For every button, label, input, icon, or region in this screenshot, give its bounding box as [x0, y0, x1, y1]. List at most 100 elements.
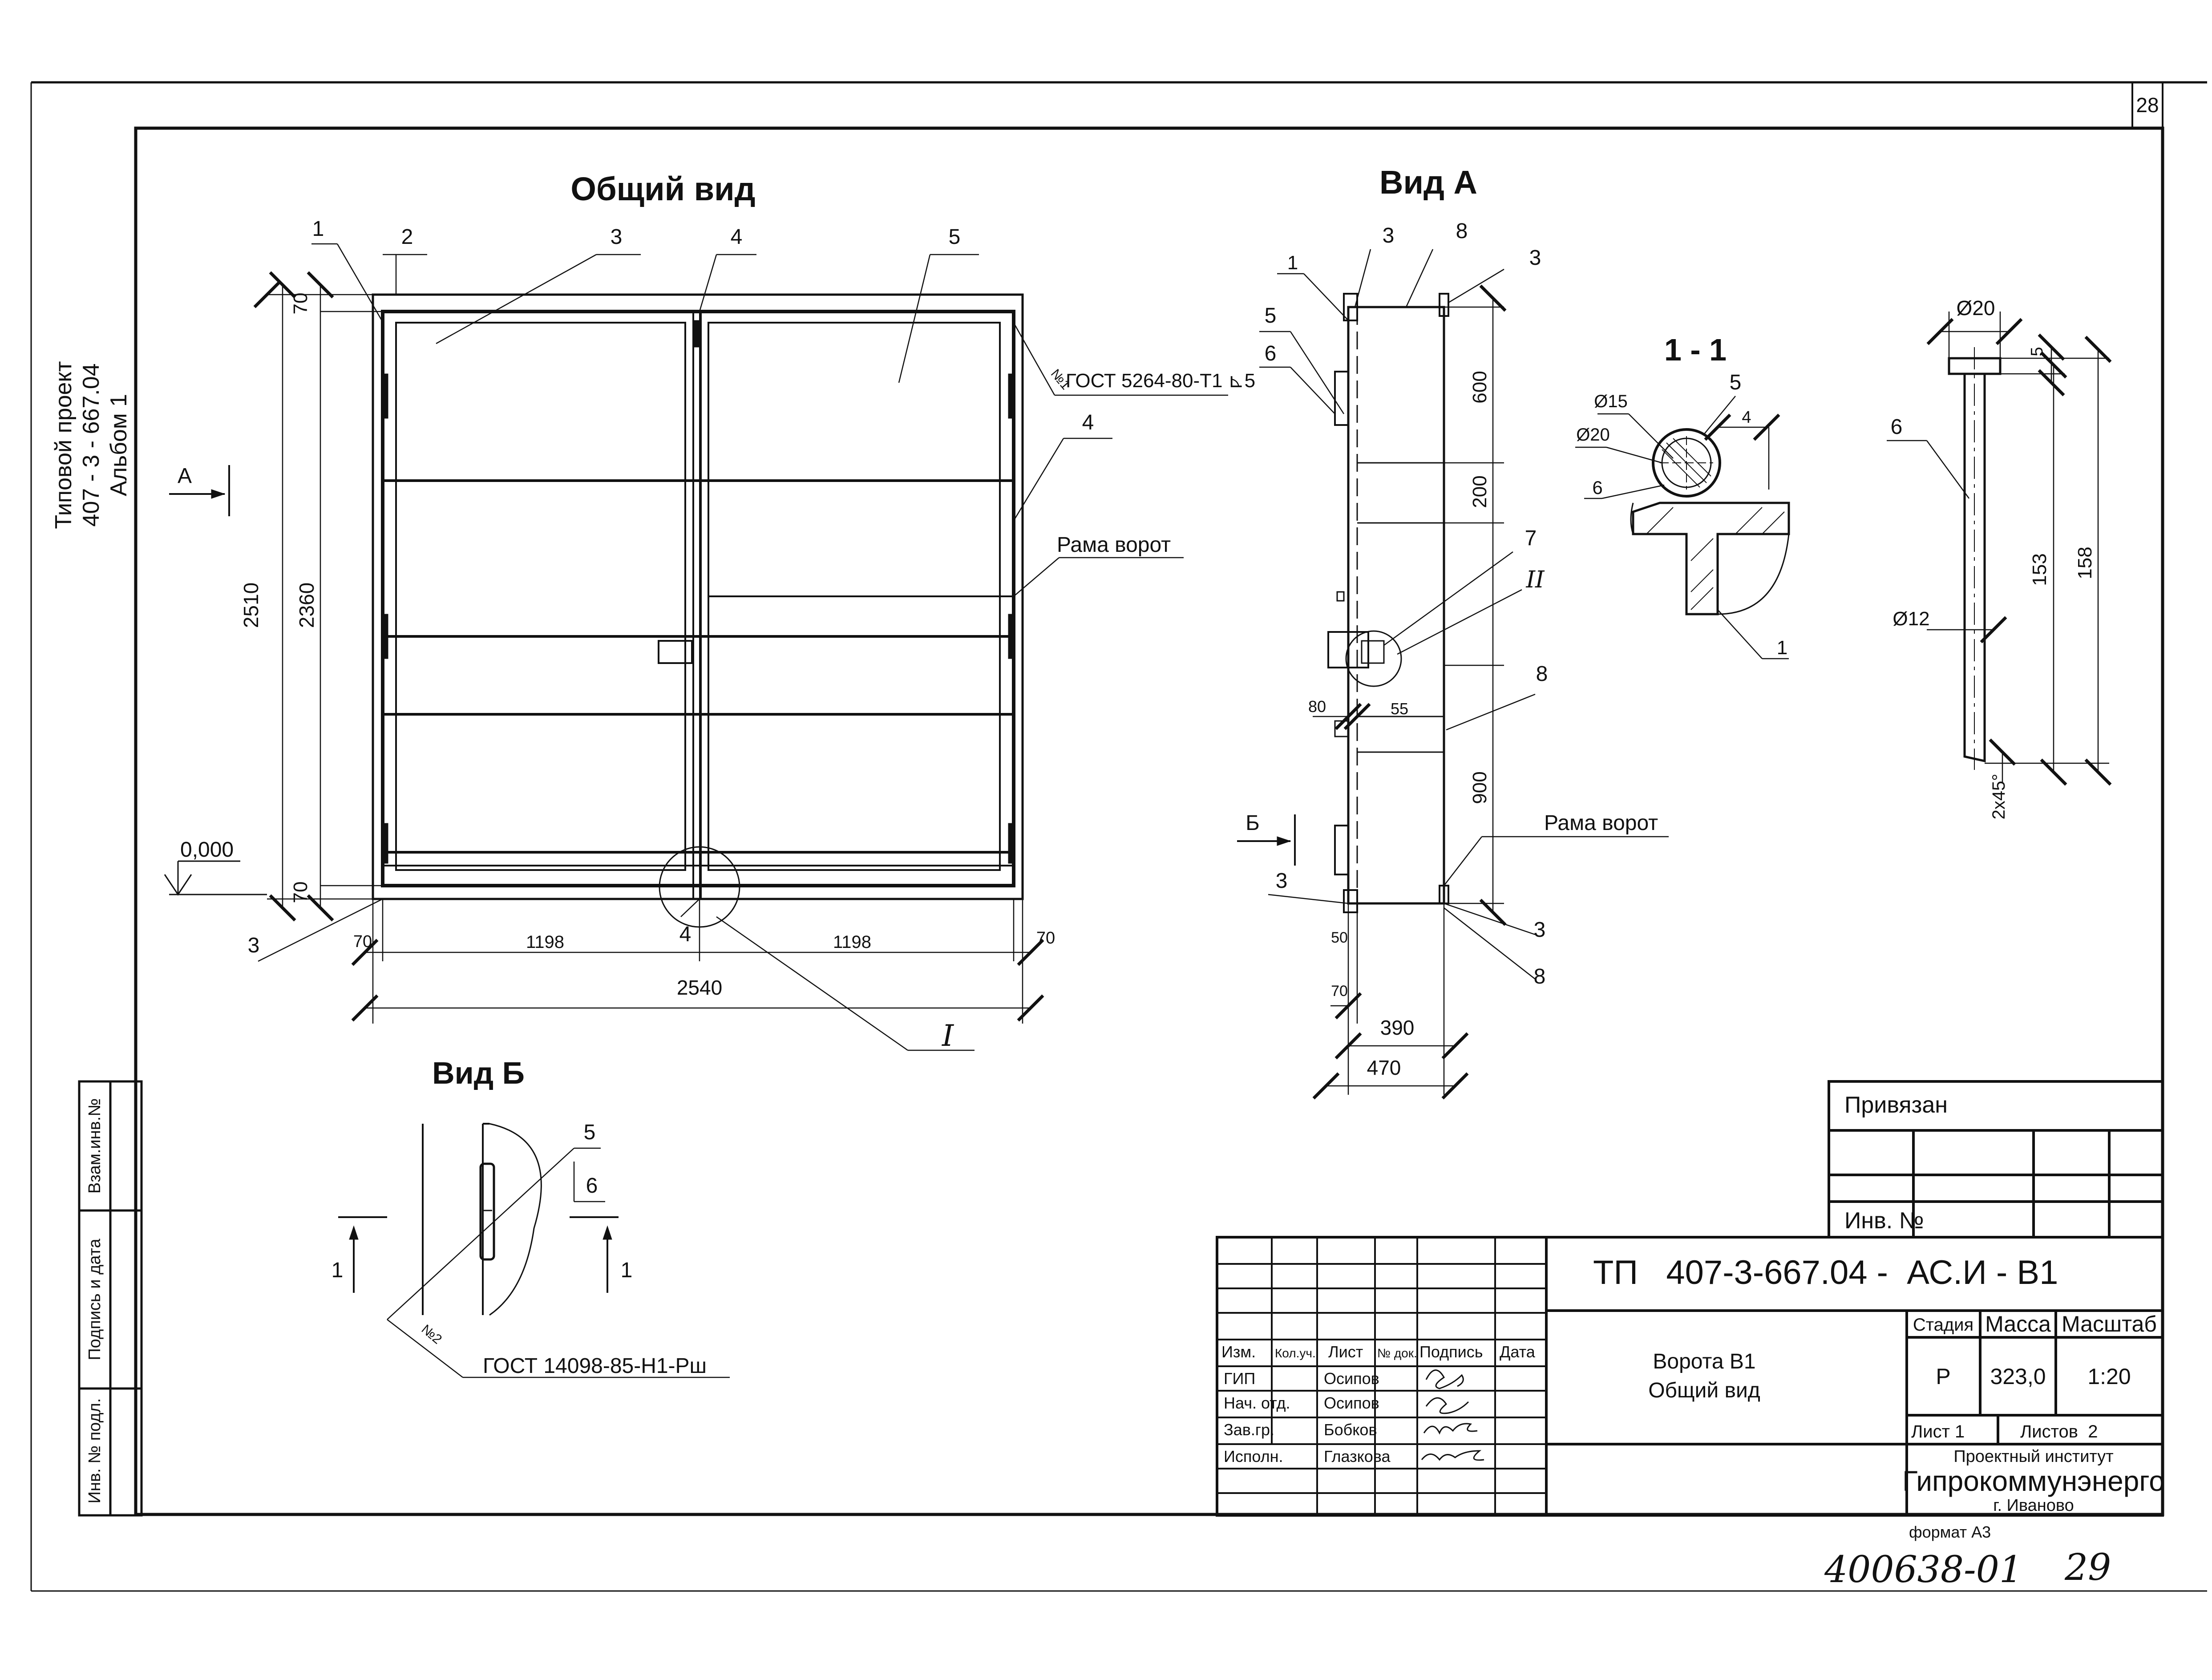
sheet-number: 28 [2136, 93, 2159, 117]
org-city: г. Иваново [1993, 1496, 2074, 1515]
side-callout-6: 6 [1265, 342, 1277, 365]
section-callout-5: 5 [1730, 371, 1742, 394]
gen-section-mark: A [178, 464, 192, 488]
dim-70-right: 70 [1036, 929, 1055, 947]
side-callout-1: 1 [1287, 252, 1298, 274]
gen-level-mark: 0,000 [180, 838, 234, 862]
header-signature: Подпись [1419, 1343, 1483, 1361]
mass-value: 323,0 [1990, 1364, 2046, 1389]
sheet-frame [30, 81, 2207, 1592]
side-caption-line-2: 407 - 3 - 667.04 [78, 363, 104, 526]
header-doc-no: № док. [1377, 1346, 1417, 1360]
dim-1198-right: 1198 [833, 932, 871, 952]
dim-70-side: 70 [1331, 983, 1348, 1000]
scale-label: Масштаб [2062, 1312, 2157, 1336]
row-role-dept: Нач. отд. [1224, 1394, 1290, 1412]
sheet-label: Лист 1 [1911, 1422, 1965, 1441]
side-section-mark: Б [1246, 811, 1260, 835]
view-b-title: Вид Б [432, 1056, 525, 1090]
side-callout-3a: 3 [1383, 224, 1395, 247]
side-frame-label: Рама ворот [1544, 811, 1658, 835]
dim-2360: 2360 [295, 583, 318, 628]
dim-80: 80 [1308, 697, 1326, 716]
mass-label: Масса [1985, 1312, 2051, 1336]
dim-70-top: 70 [290, 293, 311, 315]
side-callout-5: 5 [1265, 304, 1277, 328]
gen-callout-1: 3 [611, 225, 623, 249]
header-kol-uch: Кол.уч. [1275, 1346, 1316, 1360]
section-d15: Ø15 [1594, 392, 1628, 411]
dim-600: 600 [1469, 371, 1491, 403]
dim-70-bottom: 70 [290, 882, 311, 903]
dim-50: 50 [1331, 929, 1348, 946]
pin-d153: 153 [2029, 553, 2050, 586]
dim-2510: 2510 [239, 583, 263, 628]
pin-d158: 158 [2074, 547, 2096, 579]
side-view: Вид А [1237, 164, 1669, 1100]
section-callout-1: 1 [1777, 637, 1787, 659]
gen-callout-4c: 4 [679, 923, 692, 946]
dim-390: 390 [1380, 1016, 1415, 1039]
dim-470: 470 [1367, 1056, 1401, 1079]
section-1-1: 1 - 1 Ø15 Ø [1575, 332, 1790, 660]
dim-900: 900 [1469, 771, 1491, 804]
pin-callout-6: 6 [1891, 415, 1903, 439]
view-b: Вид Б 1 1 5 6 №2 [332, 1056, 730, 1378]
sheets-label: Листов 2 [2020, 1422, 2098, 1441]
stamp-orig-inv: Инв. № подл. [85, 1398, 104, 1504]
pin-d20: Ø20 [1957, 296, 1995, 320]
side-caption-line-3: Альбом 1 [106, 394, 132, 496]
side-view-title: Вид А [1379, 164, 1477, 201]
object-name-line-2: Общий вид [1648, 1379, 1760, 1402]
general-view-title: Общий вид [570, 170, 755, 207]
side-caption: Типовой проект 407 - 3 - 667.04 Альбом 1 [51, 361, 132, 529]
pin-chamfer: 2x45° [1989, 774, 2009, 820]
gen-callout-4b: 4 [1082, 411, 1094, 434]
section-title: 1 - 1 [1664, 332, 1727, 367]
bound-label: Привязан [1844, 1092, 1948, 1118]
document-code: ТП 407-3-667.04 - АС.И - В1 [1593, 1254, 2058, 1291]
dim-1198-left: 1198 [526, 932, 564, 952]
inv-label: Инв. № [1844, 1208, 1924, 1234]
dim-70-left: 70 [353, 932, 372, 951]
row-name-group: Бобков [1324, 1421, 1377, 1439]
dim-200: 200 [1469, 475, 1491, 508]
pin-d12: Ø12 [1893, 608, 1929, 630]
stage-label: Стадия [1913, 1315, 1973, 1335]
side-callout-3d: 3 [1534, 918, 1546, 942]
side-stamp [78, 1080, 143, 1517]
gen-callout-3a: 2 [401, 225, 413, 249]
dim-55: 55 [1391, 700, 1408, 718]
scale-value: 1:20 [2087, 1364, 2131, 1389]
gen-detail-mark: I [942, 1019, 954, 1053]
side-callout-3b: 3 [1529, 246, 1541, 270]
format-label: формат А3 [1909, 1523, 1991, 1541]
row-name-dept: Осипов [1324, 1394, 1379, 1412]
section-d20: Ø20 [1576, 425, 1610, 445]
gen-frame-label: Рама ворот [1057, 533, 1171, 557]
org-name: Гипрокоммунэнерго [1902, 1465, 2165, 1497]
side-callout-8b: 8 [1536, 662, 1548, 686]
row-role-exec: Исполн. [1224, 1447, 1283, 1465]
header-list: Лист [1328, 1343, 1363, 1361]
view-b-callout-5: 5 [584, 1121, 596, 1144]
stamp-sign-date: Подпись и дата [85, 1238, 104, 1360]
view-b-weld-label: ГОСТ 14098-85-Н1-Рш [483, 1354, 707, 1378]
side-callout-II: II [1525, 567, 1545, 593]
section-callout-6: 6 [1592, 477, 1602, 498]
side-callout-3c: 3 [1276, 869, 1288, 893]
row-name-exec: Глазкова [1324, 1447, 1391, 1465]
view-b-section-1-right: 1 [621, 1259, 633, 1282]
pin-detail: Ø20 5 153 158 Ø12 2x45° 6 [1887, 296, 2112, 820]
general-view: Общий вид [164, 170, 1255, 1053]
header-izm: Изм. [1221, 1343, 1256, 1361]
handwritten-page: 29 [2064, 1546, 2111, 1589]
title-block: Привязан Инв. № ТП 407-3-667.04 - АС.И -… [1216, 1080, 2165, 1517]
gen-weld-label: ГОСТ 5264-80-Т1 ⊾5 [1066, 370, 1255, 392]
pin-d5: 5 [2028, 347, 2046, 356]
side-callout-7: 7 [1525, 526, 1537, 550]
gen-callout-5: 4 [731, 225, 743, 249]
org-line-1: Проектный институт [1953, 1447, 2113, 1466]
section-d4: 4 [1742, 408, 1751, 427]
